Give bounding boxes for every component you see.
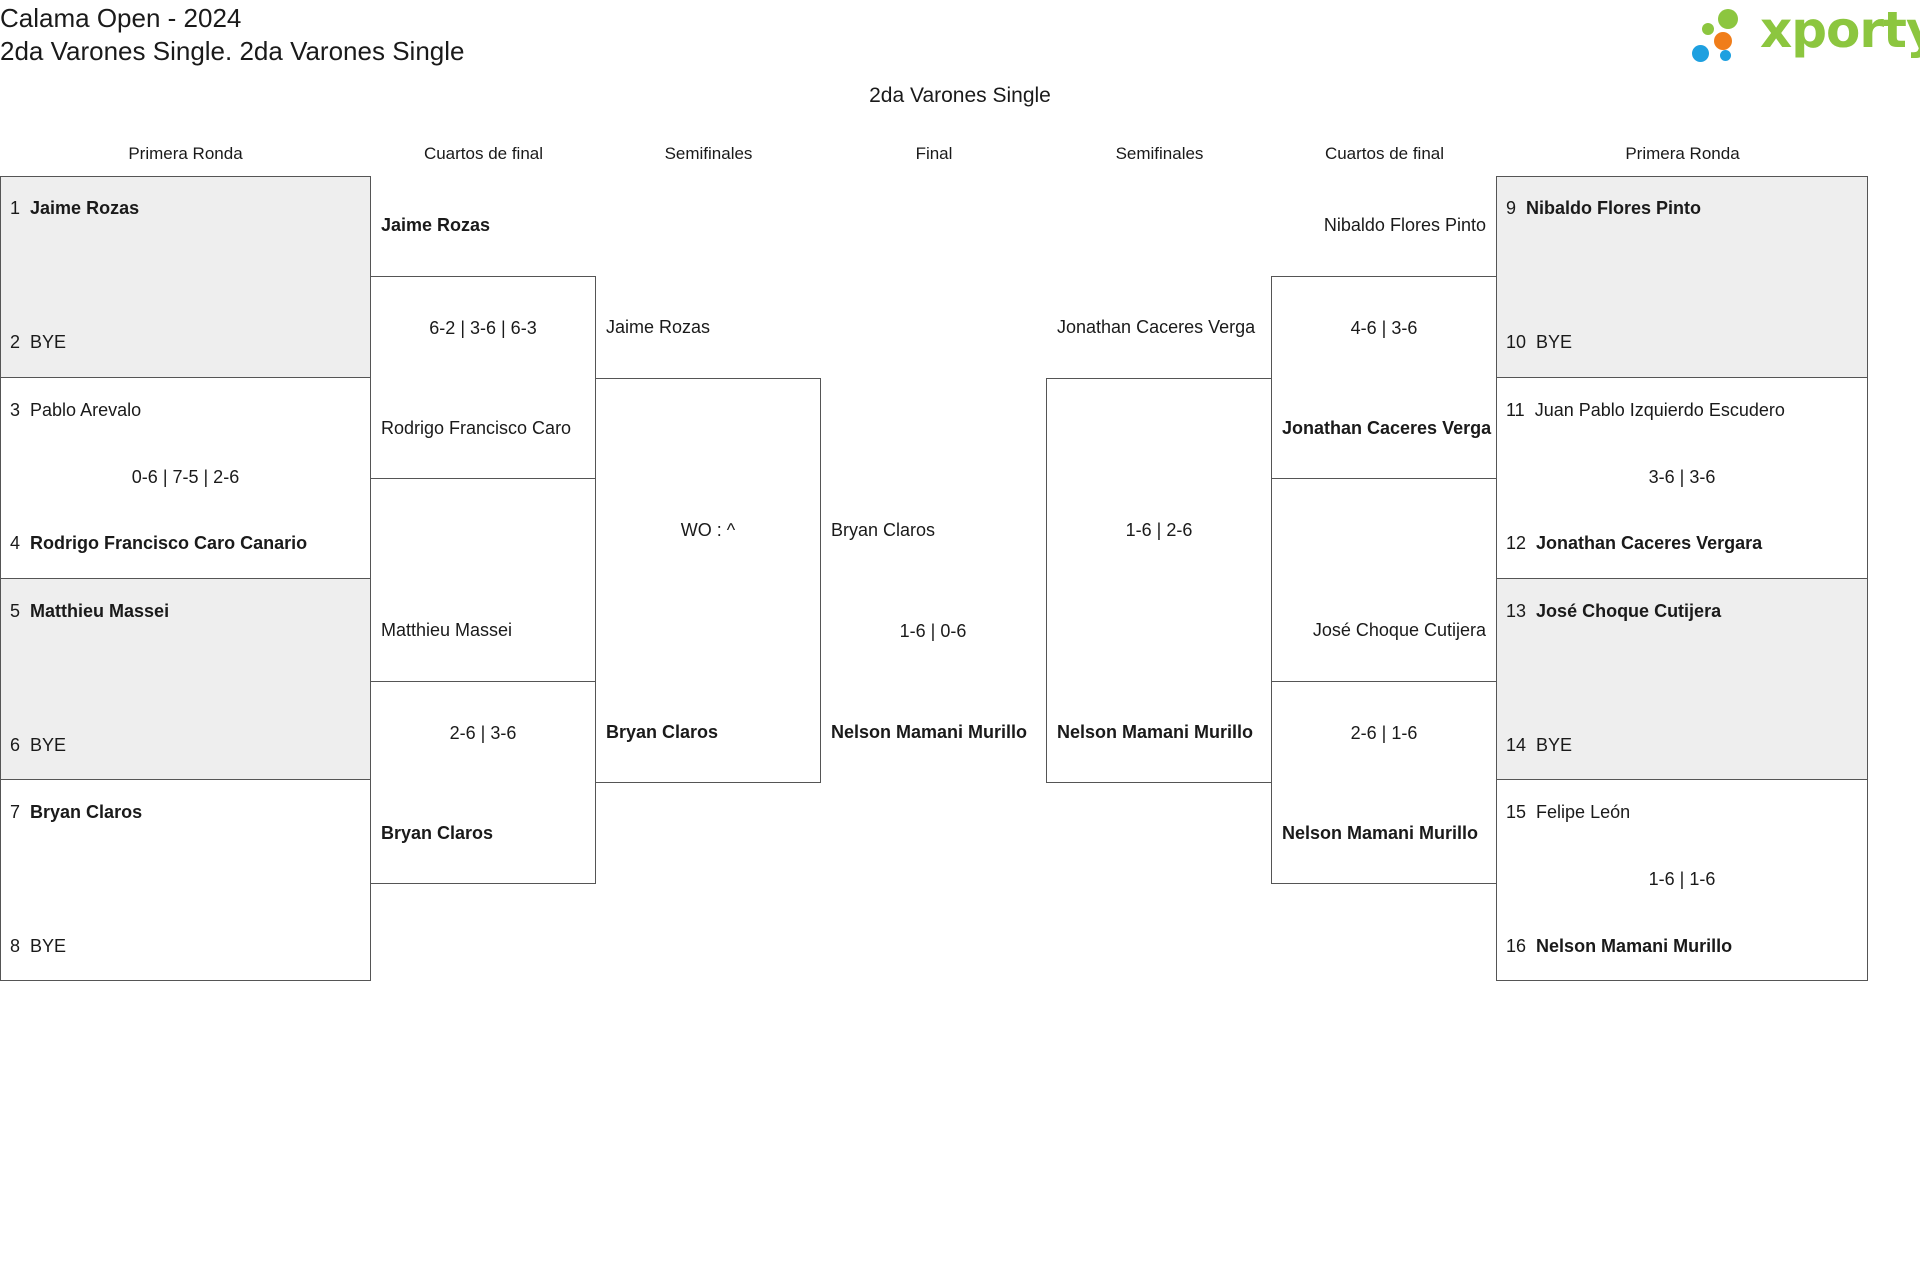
player-slot[interactable]: 4 Rodrigo Francisco Caro Canario (10, 533, 307, 554)
match-box-right-qf-2 (1271, 681, 1497, 884)
player-slot[interactable]: 5 Matthieu Massei (10, 601, 169, 622)
player-name: BYE (1536, 332, 1573, 352)
sf-player[interactable]: Nelson Mamani Murillo (1057, 722, 1254, 742)
player-name: Rodrigo Francisco Caro Canario (30, 533, 308, 553)
player-slot[interactable]: 6 BYE (10, 735, 66, 756)
player-slot[interactable]: 7 Bryan Claros (10, 802, 142, 823)
player-slot[interactable]: 8 BYE (10, 936, 66, 957)
qf-player[interactable]: José Choque Cutijera (1312, 620, 1486, 640)
match-box-right-sf (1046, 378, 1272, 783)
player-name: BYE (30, 936, 67, 956)
player-name: BYE (30, 735, 67, 755)
player-slot[interactable]: 13 José Choque Cutijera (1506, 601, 1721, 622)
match-box-left-qf-1 (370, 276, 596, 479)
seed-number: 12 (1506, 533, 1527, 553)
player-slot[interactable]: 3 Pablo Arevalo (10, 400, 141, 421)
col-header-left-first-round: Primera Ronda (128, 144, 243, 163)
player-name: Matthieu Massei (30, 601, 170, 621)
player-slot[interactable]: 16 Nelson Mamani Murillo (1506, 936, 1732, 957)
player-name: Felipe León (1536, 802, 1631, 822)
match-box-left-qf-2 (370, 681, 596, 884)
seed-number: 16 (1506, 936, 1527, 956)
match-score: 3-6 | 3-6 (1648, 467, 1716, 487)
seed-number: 3 (10, 400, 21, 420)
qf-player[interactable]: Bryan Claros (381, 823, 494, 843)
seed-number: 5 (10, 601, 21, 621)
final-player[interactable]: Nelson Mamani Murillo (831, 722, 1028, 742)
col-header-right-semifinals: Semifinales (1115, 144, 1204, 163)
player-slot[interactable]: 14 BYE (1506, 735, 1572, 756)
player-slot[interactable]: 15 Felipe León (1506, 802, 1630, 823)
qf-player[interactable]: Jaime Rozas (381, 215, 491, 235)
match-box-right-r1-4 (1496, 779, 1868, 981)
player-slot[interactable]: 2 BYE (10, 332, 66, 353)
player-slot[interactable]: 1 Jaime Rozas (10, 198, 139, 219)
seed-number: 4 (10, 533, 21, 553)
seed-number: 10 (1506, 332, 1527, 352)
player-slot[interactable]: 12 Jonathan Caceres Vergara (1506, 533, 1762, 554)
match-score: 1-6 | 1-6 (1648, 869, 1716, 889)
player-name: Nibaldo Flores Pinto (1526, 198, 1702, 218)
player-slot[interactable]: 11 Juan Pablo Izquierdo Escudero (1506, 400, 1785, 421)
qf-player[interactable]: Nibaldo Flores Pinto (1323, 215, 1486, 235)
match-score: 1-6 | 2-6 (1125, 520, 1193, 540)
player-name: Pablo Arevalo (30, 400, 142, 420)
col-header-right-quarterfinals: Cuartos de final (1324, 144, 1445, 163)
sf-player[interactable]: Jonathan Caceres Verga (1057, 317, 1256, 337)
xporty-logo[interactable]: xporty (1692, 1, 1920, 67)
match-score: 2-6 | 3-6 (449, 723, 517, 743)
match-box-left-sf (595, 378, 821, 783)
player-name: Nelson Mamani Murillo (1536, 936, 1733, 956)
col-header-right-first-round: Primera Ronda (1625, 144, 1740, 163)
tournament-title: Calama Open - 2024 (0, 3, 242, 33)
event-title: 2da Varones Single (869, 84, 1051, 107)
seed-number: 11 (1506, 400, 1525, 420)
match-box-right-r1-1 (1496, 176, 1868, 378)
player-name: Jaime Rozas (30, 198, 140, 218)
match-score: WO : ^ (680, 520, 736, 540)
qf-player[interactable]: Matthieu Massei (381, 620, 513, 640)
col-header-final: Final (915, 144, 953, 163)
player-name: BYE (30, 332, 67, 352)
match-box-left-r1-1 (0, 176, 371, 378)
final-score: 1-6 | 0-6 (899, 621, 967, 641)
player-name: BYE (1536, 735, 1573, 755)
col-header-left-semifinals: Semifinales (664, 144, 753, 163)
qf-player[interactable]: Nelson Mamani Murillo (1282, 823, 1479, 843)
seed-number: 6 (10, 735, 21, 755)
match-score: 2-6 | 1-6 (1350, 723, 1418, 743)
qf-player[interactable]: Jonathan Caceres Verga (1282, 418, 1492, 438)
player-slot[interactable]: 10 BYE (1506, 332, 1572, 353)
player-name: Juan Pablo Izquierdo Escudero (1534, 400, 1785, 420)
logo-text: xporty (1760, 1, 1920, 59)
col-header-left-quarterfinals: Cuartos de final (423, 144, 544, 163)
match-box-left-r1-3 (0, 578, 371, 780)
match-score: 4-6 | 3-6 (1350, 318, 1418, 338)
category-subtitle: 2da Varones Single. 2da Varones Single (0, 36, 465, 66)
match-box-right-qf-1 (1271, 276, 1497, 479)
seed-number: 2 (10, 332, 21, 352)
match-score: 6-2 | 3-6 | 6-3 (429, 318, 537, 338)
match-score: 0-6 | 7-5 | 2-6 (131, 467, 240, 487)
seed-number: 7 (10, 802, 21, 822)
seed-number: 8 (10, 936, 21, 956)
final-player[interactable]: Bryan Claros (831, 520, 936, 540)
sf-player[interactable]: Bryan Claros (606, 722, 719, 742)
player-name: Jonathan Caceres Vergara (1536, 533, 1763, 553)
player-name: Bryan Claros (30, 802, 143, 822)
sf-player[interactable]: Jaime Rozas (606, 317, 711, 337)
player-slot[interactable]: 9 Nibaldo Flores Pinto (1506, 198, 1701, 219)
player-name: José Choque Cutijera (1536, 601, 1722, 621)
seed-number: 14 (1506, 735, 1527, 755)
seed-number: 13 (1506, 601, 1527, 621)
qf-player[interactable]: Rodrigo Francisco Caro (381, 418, 572, 438)
seed-number: 15 (1506, 802, 1527, 822)
seed-number: 9 (1506, 198, 1517, 218)
seed-number: 1 (10, 198, 21, 218)
